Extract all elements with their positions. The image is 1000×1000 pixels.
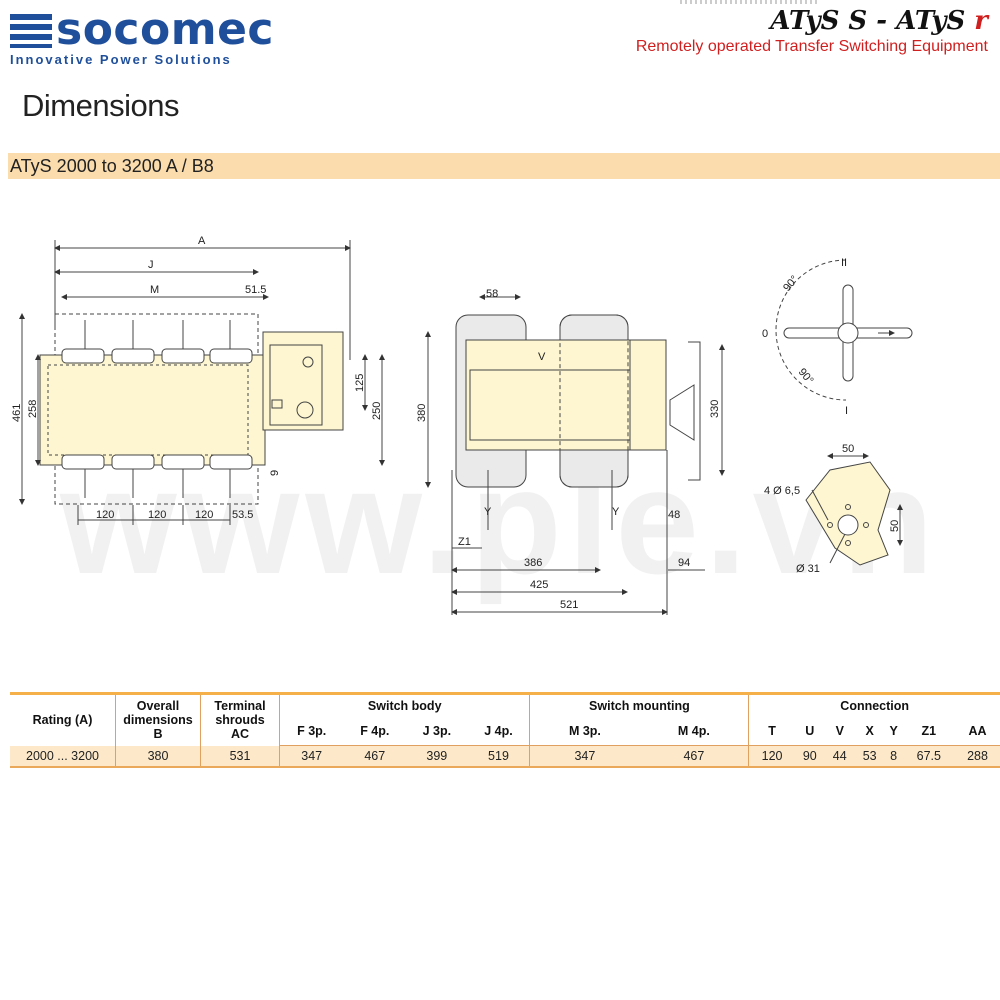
svg-text:425: 425	[530, 579, 548, 591]
svg-text:330: 330	[709, 400, 721, 418]
drilling-labels: 50 50 4 Ø 6,5 Ø 31	[764, 443, 901, 575]
svg-text:90°: 90°	[781, 273, 801, 293]
th-j3p: J 3p.	[406, 717, 468, 746]
side-view	[425, 294, 725, 615]
th-x: X	[854, 717, 885, 746]
svg-text:Z1: Z1	[458, 536, 471, 548]
table-cell: 67.5	[902, 745, 955, 768]
dimension-drawing: A J M 51.5 461 258 125 250 9 120 120 120…	[11, 235, 913, 615]
th-connection: Connection	[748, 692, 1000, 717]
svg-text:0: 0	[762, 328, 768, 340]
th-z1: Z1	[902, 717, 955, 746]
th-y: Y	[884, 717, 903, 746]
drilling-template	[805, 453, 903, 566]
svg-text:J: J	[148, 259, 154, 271]
svg-text:V: V	[538, 351, 546, 363]
svg-text:48: 48	[668, 509, 680, 521]
th-t: T	[748, 717, 795, 746]
table-cell: 467	[639, 745, 749, 768]
svg-text:94: 94	[678, 557, 690, 569]
svg-text:380: 380	[416, 404, 428, 422]
table-cell: 399	[406, 745, 468, 768]
svg-text:I: I	[845, 405, 848, 417]
logo-mark-icon	[10, 14, 52, 48]
svg-text:125: 125	[354, 374, 366, 392]
table-cell: 2000 ... 3200	[10, 745, 116, 768]
section-title: ATyS 2000 to 3200 A / B8	[10, 156, 214, 176]
th-j4p: J 4p.	[467, 717, 530, 746]
page-title: Dimensions	[22, 88, 179, 123]
table-cell: 347	[279, 745, 344, 768]
th-u: U	[794, 717, 825, 746]
svg-text:461: 461	[11, 404, 23, 422]
svg-text:A: A	[198, 235, 206, 247]
svg-text:4 Ø 6,5: 4 Ø 6,5	[764, 485, 800, 497]
front-view-labels: A J M 51.5 461 258 125 250 9 120 120 120…	[11, 235, 383, 521]
th-f3p: F 3p.	[279, 717, 344, 746]
svg-text:M: M	[150, 284, 159, 296]
product-title: ATyS S - ATyS r	[770, 6, 988, 36]
table-row: 2000 ... 3200 380 531 347 467 399 519 34…	[10, 745, 1000, 768]
svg-text:58: 58	[486, 288, 498, 300]
table-cell: 519	[467, 745, 530, 768]
svg-text:258: 258	[27, 400, 39, 418]
svg-text:250: 250	[371, 402, 383, 420]
th-switch-mounting: Switch mounting	[529, 692, 749, 717]
svg-text:9: 9	[269, 470, 281, 476]
th-aa: AA	[955, 717, 1000, 746]
svg-text:Y: Y	[612, 506, 620, 518]
th-m3p: M 3p.	[529, 717, 640, 746]
table-cell: 467	[343, 745, 407, 768]
table-cell: 347	[529, 745, 640, 768]
table-cell: 53	[854, 745, 885, 768]
svg-text:386: 386	[524, 557, 542, 569]
side-view-labels: 58 V 380 330 Y Y 48 Z1 386 94 425 521	[416, 288, 721, 611]
svg-text:51.5: 51.5	[245, 284, 266, 296]
header-decoration	[680, 0, 820, 4]
svg-text:II: II	[841, 257, 847, 269]
th-f4p: F 4p.	[343, 717, 407, 746]
svg-text:521: 521	[560, 599, 578, 611]
svg-text:50: 50	[889, 520, 901, 532]
svg-text:120: 120	[96, 509, 114, 521]
table-cell: 531	[200, 745, 280, 768]
th-v: V	[824, 717, 855, 746]
handle-positions	[775, 259, 913, 401]
svg-text:120: 120	[195, 509, 213, 521]
product-subtitle: Remotely operated Transfer Switching Equ…	[635, 38, 988, 55]
th-rating: Rating (A)	[10, 692, 116, 746]
svg-text:90°: 90°	[796, 366, 816, 386]
svg-text:53.5: 53.5	[232, 509, 253, 521]
svg-text:Y: Y	[484, 506, 492, 518]
th-switch-body: Switch body	[278, 692, 530, 717]
th-m4p: M 4p.	[639, 717, 749, 746]
table-cell: 44	[824, 745, 855, 768]
logo-text: socomec	[56, 4, 274, 55]
terminal-bottom-row	[61, 454, 253, 470]
table-cell: 120	[748, 745, 795, 768]
table-cell: 90	[794, 745, 825, 768]
product-header: ATyS S - ATyS r Remotely operated Transf…	[636, 6, 988, 56]
socomec-logo: socomec Innovative Power Solutions	[10, 8, 274, 67]
svg-text:120: 120	[148, 509, 166, 521]
front-view	[19, 240, 385, 525]
section-band	[8, 153, 1000, 179]
logo-tagline: Innovative Power Solutions	[10, 52, 232, 67]
svg-text:Ø 31: Ø 31	[796, 563, 820, 575]
table-cell: 380	[115, 745, 201, 768]
svg-text:50: 50	[842, 443, 854, 455]
terminal-top-row	[61, 348, 253, 364]
table-cell: 8	[884, 745, 903, 768]
table-cell: 288	[955, 745, 1000, 768]
